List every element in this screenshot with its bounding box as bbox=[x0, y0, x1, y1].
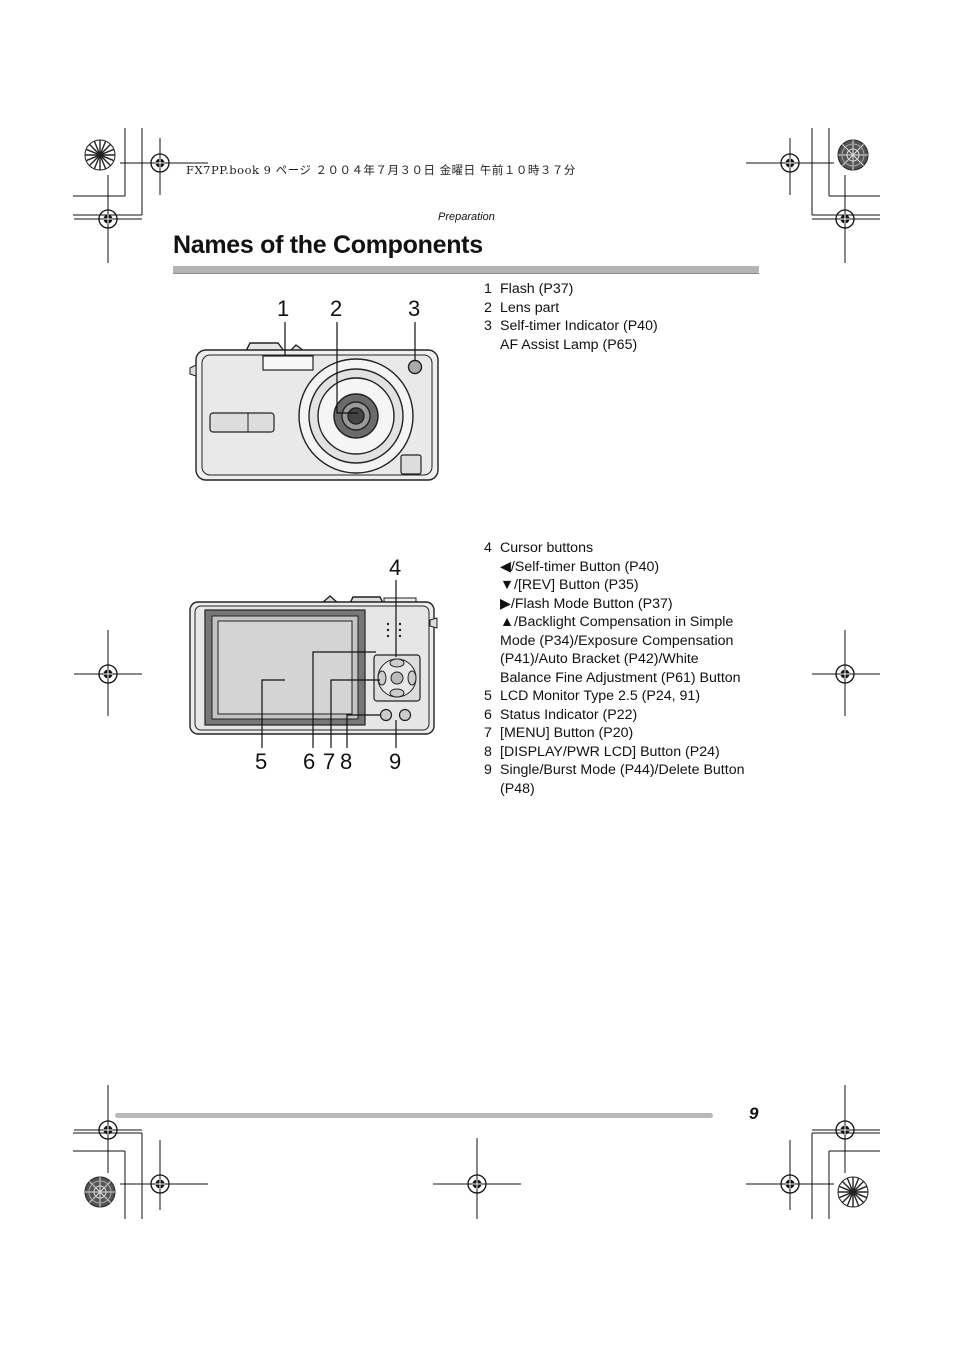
registration-mark-icon bbox=[87, 198, 129, 240]
list-item: 7 [MENU] Button (P20) bbox=[484, 724, 744, 743]
callout-number: 9 bbox=[389, 749, 402, 774]
item-text: [DISPLAY/PWR LCD] Button (P24) bbox=[500, 743, 720, 760]
item-number: 2 bbox=[484, 299, 492, 316]
callout-number: 1 bbox=[277, 296, 290, 321]
registration-mark-icon bbox=[824, 198, 866, 240]
page-number: 9 bbox=[749, 1104, 759, 1123]
registration-mark-icon bbox=[824, 1109, 866, 1151]
leader-lines bbox=[261, 322, 416, 748]
callout-number: 8 bbox=[340, 749, 353, 774]
item-text: LCD Monitor Type 2.5 (P24, 91) bbox=[500, 688, 701, 704]
item-text: ▼/[REV] Button (P35) bbox=[500, 577, 639, 593]
item-text: ◀/Self-timer Button (P40) bbox=[500, 558, 660, 575]
item-text: AF Assist Lamp (P65) bbox=[500, 336, 638, 353]
list-item: 8 [DISPLAY/PWR LCD] Button (P24) bbox=[484, 743, 744, 762]
item-number: 7 bbox=[484, 725, 492, 741]
list-item: 5 LCD Monitor Type 2.5 (P24, 91) bbox=[484, 687, 744, 706]
item-number: 1 bbox=[484, 281, 492, 297]
list-item: 4 Cursor buttons bbox=[484, 539, 744, 558]
item-text: Flash (P37) bbox=[500, 281, 574, 297]
camera-front-illustration bbox=[189, 342, 439, 481]
callout-number: 2 bbox=[330, 296, 343, 321]
camera-rear-illustration bbox=[189, 595, 438, 735]
callout-number: 3 bbox=[408, 296, 421, 321]
star-target-icon bbox=[84, 139, 116, 171]
list-item: 9 Single/Burst Mode (P44)/Delete Button bbox=[484, 761, 744, 780]
item-text: Lens part bbox=[500, 299, 560, 316]
star-target-dark-icon bbox=[837, 139, 869, 171]
star-target-icon bbox=[837, 1176, 869, 1208]
item-number: 3 bbox=[484, 318, 492, 334]
item-number: 4 bbox=[484, 540, 492, 556]
item-text: Balance Fine Adjustment (P61) Button bbox=[500, 669, 741, 686]
file-header: FX7PP.book 9 ページ ２００４年７月３０日 金曜日 午前１０時３７分 bbox=[186, 163, 576, 177]
list-item: 6 Status Indicator (P22) bbox=[484, 706, 744, 725]
registration-mark-icon bbox=[139, 1163, 181, 1205]
registration-mark-icon bbox=[824, 653, 866, 695]
list-item: 2 Lens part bbox=[484, 299, 658, 318]
item-text: Mode (P34)/Exposure Compensation bbox=[500, 632, 734, 649]
item-number: 5 bbox=[484, 688, 492, 704]
callout-number: 7 bbox=[323, 749, 336, 774]
item-text: (P41)/Auto Bracket (P42)/White bbox=[500, 651, 699, 667]
item-text: Cursor buttons bbox=[500, 540, 594, 556]
item-text: Single/Burst Mode (P44)/Delete Button bbox=[500, 762, 745, 778]
registration-mark-icon bbox=[87, 653, 129, 695]
item-text: Status Indicator (P22) bbox=[500, 706, 638, 723]
section-label: Preparation bbox=[438, 211, 495, 223]
rear-components-list: 4 Cursor buttons ◀/Self-timer Button (P40… bbox=[484, 539, 744, 798]
item-number: 8 bbox=[484, 743, 492, 760]
item-text: Self-timer Indicator (P40) bbox=[500, 318, 658, 334]
item-text: [MENU] Button (P20) bbox=[500, 725, 634, 741]
registration-mark-icon bbox=[456, 1163, 498, 1205]
registration-mark-icon bbox=[769, 142, 811, 184]
front-components-list: 1 Flash (P37) 2 Lens part 3 Self-timer Indi… bbox=[484, 280, 658, 354]
callout-number: 6 bbox=[303, 749, 316, 774]
footer-bar bbox=[115, 1113, 713, 1118]
star-target-dark-icon bbox=[84, 1176, 116, 1208]
registration-mark-icon bbox=[139, 142, 181, 184]
callout-number: 4 bbox=[389, 555, 402, 580]
registration-mark-icon bbox=[769, 1163, 811, 1205]
item-number: 6 bbox=[484, 706, 492, 723]
callout-number: 5 bbox=[255, 749, 268, 774]
page-title: Names of the Components bbox=[173, 231, 483, 259]
title-rule bbox=[173, 266, 759, 274]
list-item: 1 Flash (P37) bbox=[484, 280, 658, 299]
list-item: 3 Self-timer Indicator (P40) bbox=[484, 317, 658, 336]
item-number: 9 bbox=[484, 762, 492, 778]
item-text: ▲/Backlight Compensation in Simple bbox=[500, 614, 734, 630]
item-text: ▶/Flash Mode Button (P37) bbox=[500, 595, 673, 612]
item-text: (P48) bbox=[500, 780, 535, 797]
